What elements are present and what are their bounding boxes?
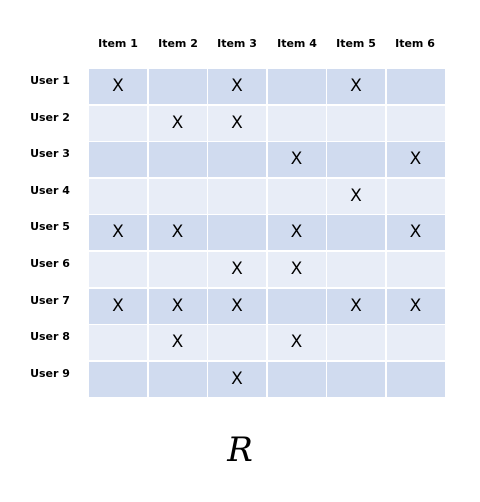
matrix-cell-user-8-item-1 <box>89 325 147 361</box>
matrix-cell-user-7-item-2: X <box>148 288 207 324</box>
matrix-cell-user-6-item-2 <box>148 252 207 287</box>
matrix-cell-user-4-item-5: X <box>327 178 385 214</box>
matrix-cell-user-4-item-1 <box>89 178 147 214</box>
matrix-cell-user-1-item-5: X <box>327 69 385 104</box>
matrix-cell-user-2-item-6 <box>386 105 445 141</box>
matrix-cell-user-5-item-5 <box>327 215 385 251</box>
matrix-cell-user-9-item-1 <box>89 361 147 397</box>
matrix-name: R <box>227 430 253 470</box>
row-label-user-9: User 9 <box>30 366 70 380</box>
matrix-cell-user-6-item-4: X <box>267 252 326 287</box>
matrix-cell-user-3-item-2 <box>148 142 207 178</box>
matrix-cell-user-7-item-3: X <box>208 288 266 324</box>
matrix-cell-user-1-item-6 <box>386 69 445 104</box>
matrix-cell-user-4-item-6 <box>386 178 445 214</box>
column-header-item-6: Item 6 <box>395 37 435 50</box>
matrix-cell-user-8-item-2: X <box>148 325 207 361</box>
column-header-item-1: Item 1 <box>98 37 138 50</box>
column-header-item-5: Item 5 <box>336 37 376 50</box>
matrix-cell-user-8-item-3 <box>208 325 266 361</box>
matrix-cell-user-9-item-6 <box>386 361 445 397</box>
matrix-cell-user-4-item-2 <box>148 178 207 214</box>
matrix-cell-user-2-item-5 <box>327 105 385 141</box>
row-label-user-6: User 6 <box>30 257 70 270</box>
matrix-cell-user-4-item-4 <box>267 178 326 214</box>
matrix-cell-user-6-item-3: X <box>208 252 266 287</box>
matrix-cell-user-9-item-3: X <box>208 361 266 397</box>
row-label-user-4: User 4 <box>30 183 70 197</box>
column-header-item-2: Item 2 <box>158 37 198 50</box>
matrix-cell-user-3-item-4: X <box>267 142 326 178</box>
matrix-cell-user-5-item-1: X <box>89 215 147 251</box>
row-label-user-1: User 1 <box>30 74 70 87</box>
matrix-cell-user-1-item-2 <box>148 69 207 104</box>
matrix-cell-user-3-item-5 <box>327 142 385 178</box>
matrix-cell-user-8-item-5 <box>327 325 385 361</box>
matrix-cell-user-1-item-4 <box>267 69 326 104</box>
matrix-cell-user-5-item-6: X <box>386 215 445 251</box>
matrix-cell-user-2-item-2: X <box>148 105 207 141</box>
row-label-user-5: User 5 <box>30 220 70 234</box>
matrix-cell-user-6-item-1 <box>89 252 147 287</box>
row-label-user-3: User 3 <box>30 147 70 161</box>
matrix-cell-user-6-item-6 <box>386 252 445 287</box>
matrix-cell-user-2-item-3: X <box>208 105 266 141</box>
matrix-cell-user-1-item-3: X <box>208 69 266 104</box>
matrix-cell-user-7-item-4 <box>267 288 326 324</box>
matrix-cell-user-7-item-6: X <box>386 288 445 324</box>
matrix-cell-user-3-item-3 <box>208 142 266 178</box>
matrix-cell-user-5-item-2: X <box>148 215 207 251</box>
row-label-user-7: User 7 <box>30 293 70 307</box>
matrix-cell-user-7-item-5: X <box>327 288 385 324</box>
matrix-cell-user-7-item-1: X <box>89 288 147 324</box>
matrix-cell-user-5-item-3 <box>208 215 266 251</box>
matrix-cell-user-9-item-5 <box>327 361 385 397</box>
matrix-cell-user-3-item-6: X <box>386 142 445 178</box>
matrix-cell-user-3-item-1 <box>89 142 147 178</box>
matrix-cell-user-8-item-4: X <box>267 325 326 361</box>
matrix-cell-user-9-item-4 <box>267 361 326 397</box>
matrix-cell-user-1-item-1: X <box>89 69 147 104</box>
matrix-cell-user-6-item-5 <box>327 252 385 287</box>
row-label-user-8: User 8 <box>30 330 70 344</box>
matrix-cell-user-9-item-2 <box>148 361 207 397</box>
matrix-cell-user-2-item-4 <box>267 105 326 141</box>
column-header-item-4: Item 4 <box>277 37 317 50</box>
row-label-user-2: User 2 <box>30 110 70 124</box>
matrix-cell-user-5-item-4: X <box>267 215 326 251</box>
matrix-cell-user-2-item-1 <box>89 105 147 141</box>
matrix-cell-user-8-item-6 <box>386 325 445 361</box>
matrix-cell-user-4-item-3 <box>208 178 266 214</box>
column-header-item-3: Item 3 <box>217 37 257 50</box>
